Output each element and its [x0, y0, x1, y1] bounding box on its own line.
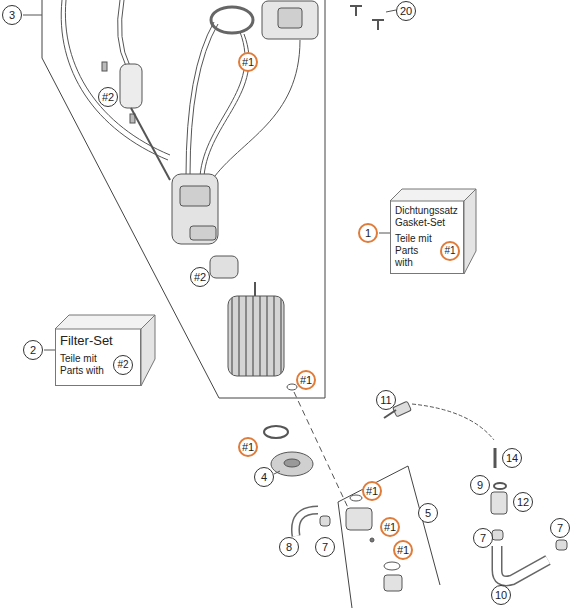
box-face [55, 315, 155, 329]
filter-ring [210, 256, 238, 278]
hose [200, 32, 245, 176]
sensor [393, 401, 412, 417]
hose [131, 108, 170, 180]
connector [278, 8, 302, 28]
callout-number: #2 [98, 87, 118, 107]
small-seal [370, 538, 374, 542]
hose [295, 510, 318, 536]
callout-number: 12 [513, 492, 533, 512]
pump-part [180, 186, 210, 206]
fitting [384, 575, 402, 591]
callout-number: 20 [396, 1, 416, 21]
set-text: Teile mit Parts with [395, 233, 437, 269]
hose [212, 40, 300, 180]
callout-number: 7 [315, 537, 335, 557]
callout-number: 14 [502, 448, 522, 468]
hose [190, 24, 218, 176]
leader-line [379, 233, 390, 234]
leader-line [386, 10, 396, 12]
box-face [464, 189, 476, 274]
hose [497, 546, 548, 581]
o-ring [494, 483, 506, 489]
callout-number: 1 [358, 223, 378, 243]
callout-number: #1 [238, 52, 258, 72]
sensor-cable [384, 410, 396, 418]
o-ring [264, 426, 288, 438]
o-ring [384, 562, 400, 570]
callout-number: 7 [473, 528, 493, 548]
pump-body [172, 174, 218, 244]
screw [350, 6, 362, 16]
hose-fitting [491, 492, 507, 514]
hose [65, 0, 170, 155]
leader-line [274, 471, 280, 474]
hose-clamp [320, 516, 330, 526]
callout-number: #2 [113, 355, 133, 375]
parts-set-box: Filter-SetTeile mit Parts with#2 [55, 328, 141, 386]
callout-number: 8 [279, 537, 299, 557]
pump-connector [346, 508, 372, 530]
hose-clamp [492, 530, 503, 540]
callout-number: 4 [254, 467, 274, 487]
callout-number: 7 [550, 518, 570, 538]
clip [102, 62, 107, 71]
callout-number: #1 [393, 540, 413, 560]
sealing-disc [284, 459, 300, 467]
group-frame [338, 466, 440, 608]
callout-number: #1 [362, 481, 382, 501]
axis-line [294, 392, 350, 512]
callout-number: #2 [190, 267, 210, 287]
box-face [390, 189, 476, 201]
callout-number: #1 [440, 241, 460, 261]
callout-number: #1 [296, 370, 316, 390]
set-row: Teile mit Parts with#1 [395, 233, 460, 269]
set-text: Teile mit Parts with [60, 353, 110, 377]
callout-number: #1 [238, 437, 258, 457]
group-frame [42, 0, 325, 398]
set-row: Teile mit Parts with#2 [60, 353, 137, 377]
pump-unit [228, 296, 284, 376]
pump-part [190, 226, 216, 240]
fuel-filter [120, 64, 142, 108]
callout-number: 5 [418, 503, 438, 523]
sensor-cable [412, 404, 494, 440]
shaft [254, 282, 256, 296]
hose [295, 510, 318, 536]
hose [497, 546, 548, 581]
set-title: Filter-Set [60, 333, 136, 349]
parts-set-box: Dichtungssatz Gasket-SetTeile mit Parts … [390, 200, 464, 274]
box-face [141, 315, 155, 386]
callout-number: 3 [2, 5, 22, 25]
callout-number: 11 [376, 390, 396, 410]
sealing-disc [271, 452, 313, 476]
gasket-ring [211, 7, 253, 33]
bolt [494, 448, 497, 468]
callout-number: 10 [491, 585, 511, 605]
callout-number: 2 [23, 340, 43, 360]
callout-number: 9 [470, 475, 490, 495]
box-faces [390, 188, 478, 202]
box-faces [55, 314, 157, 330]
pump-flange [262, 1, 318, 39]
o-ring [287, 384, 297, 390]
hose [122, 0, 130, 66]
leader-line [23, 15, 42, 16]
callout-number: #1 [380, 517, 400, 537]
o-ring [350, 495, 362, 501]
screw [372, 20, 384, 30]
hose-clamp [556, 540, 567, 550]
leader-line [44, 350, 55, 351]
set-title: Dichtungssatz Gasket-Set [395, 205, 459, 229]
hose [61, 0, 168, 160]
